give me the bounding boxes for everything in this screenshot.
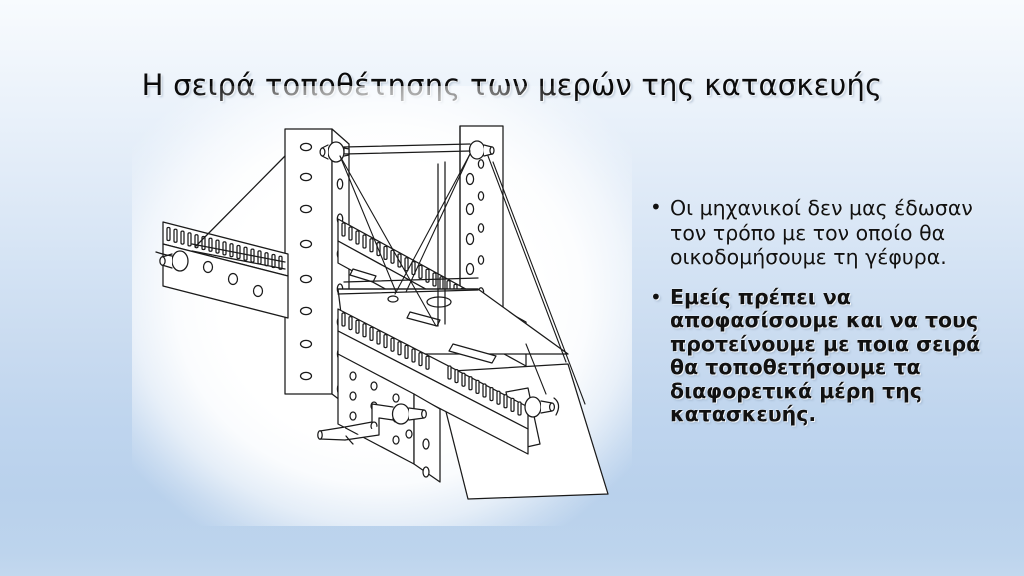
bullet-list: Οι μηχανικοί δεν μας έδωσαν τον τρόπο με…	[646, 195, 998, 427]
content-placeholder: Οι μηχανικοί δεν μας έδωσαν τον τρόπο με…	[646, 195, 998, 427]
list-item: Εμείς πρέπει να αποφασίσουμε και να τους…	[646, 285, 998, 427]
bridge-assembly-line-drawing	[155, 125, 609, 500]
list-item: Οι μηχανικοί δεν μας έδωσαν τον τρόπο με…	[646, 195, 998, 270]
illustration-container	[132, 86, 632, 526]
